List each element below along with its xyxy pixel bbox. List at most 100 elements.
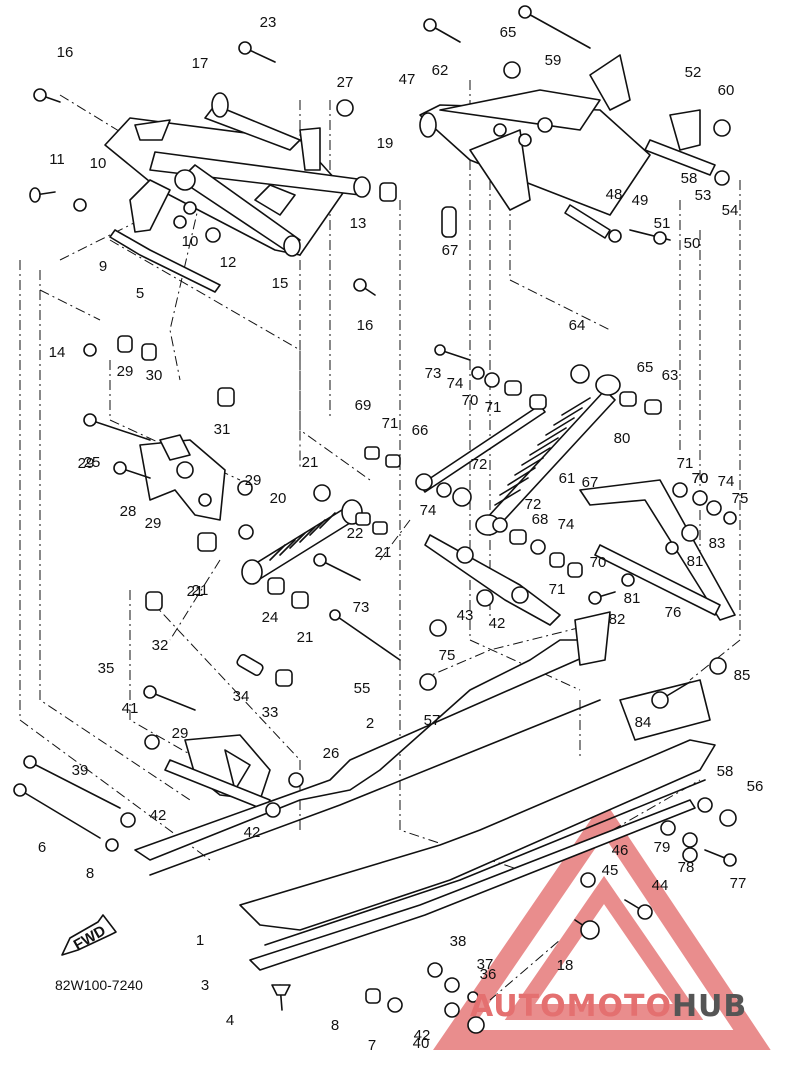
callout-74: 74 [420,502,437,519]
callout-74: 74 [718,473,735,490]
callout-58: 58 [681,170,698,187]
watermark-prefix: A [470,989,494,1024]
callout-42: 42 [414,1027,431,1044]
callout-59: 59 [545,52,562,69]
callout-83: 83 [709,535,726,552]
callout-67: 67 [442,242,459,259]
callout-41: 41 [122,700,139,717]
callout-19: 19 [377,135,394,152]
callout-34: 34 [233,688,250,705]
callout-79: 79 [654,839,671,856]
callout-2: 2 [366,715,374,732]
watermark-main: UTOMOTO [493,989,672,1024]
svg-text:AUTOMOTOHUB: AUTOMOTOHUB [470,989,747,1024]
rear-pivot-arm [419,54,716,239]
callout-85: 85 [734,667,751,684]
callout-76: 76 [665,604,682,621]
callout-24: 24 [262,609,279,626]
watermark-triangle [433,800,771,1050]
callout-56: 56 [747,778,764,795]
callout-55: 55 [354,680,371,697]
watermark-suffix: HUB [672,989,747,1024]
callout-60: 60 [718,82,735,99]
callout-65: 65 [637,359,654,376]
slide-rails [134,611,716,971]
callout-4: 4 [226,1012,234,1029]
callout-54: 54 [722,202,739,219]
callout-16: 16 [57,44,74,61]
callout-7: 7 [368,1037,376,1054]
callout-71: 71 [382,415,399,432]
callout-16: 16 [357,317,374,334]
callout-18: 18 [557,957,574,974]
callout-3: 3 [201,977,209,994]
callout-77: 77 [730,875,747,892]
callout-71: 71 [549,581,566,598]
callout-31: 31 [214,421,231,438]
callout-12: 12 [220,254,237,271]
callout-37: 37 [477,956,494,973]
front-bracket [109,169,221,293]
callout-15: 15 [272,275,289,292]
callout-71: 71 [485,399,502,416]
callout-26: 26 [323,745,340,762]
callout-6: 6 [38,839,46,856]
callout-27: 27 [337,74,354,91]
callout-44: 44 [652,877,669,894]
callout-36: 36 [480,966,497,983]
callout-20: 20 [270,490,287,507]
callout-53: 53 [695,187,712,204]
callout-29: 29 [145,515,162,532]
callout-81: 81 [687,553,704,570]
callout-71: 71 [677,455,694,472]
callout-75: 75 [439,647,456,664]
callout-84: 84 [635,714,652,731]
callout-72: 72 [471,456,488,473]
callout-42: 42 [489,615,506,632]
callout-21: 21 [302,454,319,471]
callout-80: 80 [614,430,631,447]
callout-39: 39 [72,762,89,779]
callout-61: 61 [559,470,576,487]
callout-66: 66 [412,422,429,439]
callout-70: 70 [590,554,607,571]
callout-40: 40 [413,1035,430,1052]
callout-23: 23 [260,14,277,31]
callout-75: 75 [732,490,749,507]
callout-46: 46 [612,842,629,859]
callout-81: 81 [624,590,641,607]
fwd-arrow: FWD [61,914,117,956]
callout-8: 8 [331,1017,339,1034]
callout-21: 21 [187,583,204,600]
callout-28: 28 [120,503,137,520]
callout-25: 25 [84,454,101,471]
callout-38: 38 [450,933,467,950]
small-parts [13,5,737,1034]
bracket-36 [164,734,271,811]
callout-42: 42 [244,824,261,841]
callout-67: 67 [582,474,599,491]
center-arm [424,479,736,626]
callout-32: 32 [152,637,169,654]
callout-29: 29 [117,363,134,380]
callout-70: 70 [462,392,479,409]
callout-30: 30 [146,367,163,384]
callout-5: 5 [136,285,144,302]
callout-22: 22 [347,525,364,542]
callout-29: 29 [245,472,262,489]
callout-21: 21 [375,544,392,561]
callout-51: 51 [654,215,671,232]
callout-63: 63 [662,367,679,384]
callout-70: 70 [692,470,709,487]
callout-78: 78 [678,859,695,876]
callout-33: 33 [262,704,279,721]
callout-45: 45 [602,862,619,879]
callout-70: 70 [692,470,709,487]
callout-11: 11 [49,151,65,168]
callout-73: 73 [353,599,370,616]
callout-48: 48 [606,186,623,203]
callout-14: 14 [49,344,66,361]
callout-72: 72 [525,496,542,513]
callout-9: 9 [99,258,107,275]
callout-58: 58 [717,763,734,780]
